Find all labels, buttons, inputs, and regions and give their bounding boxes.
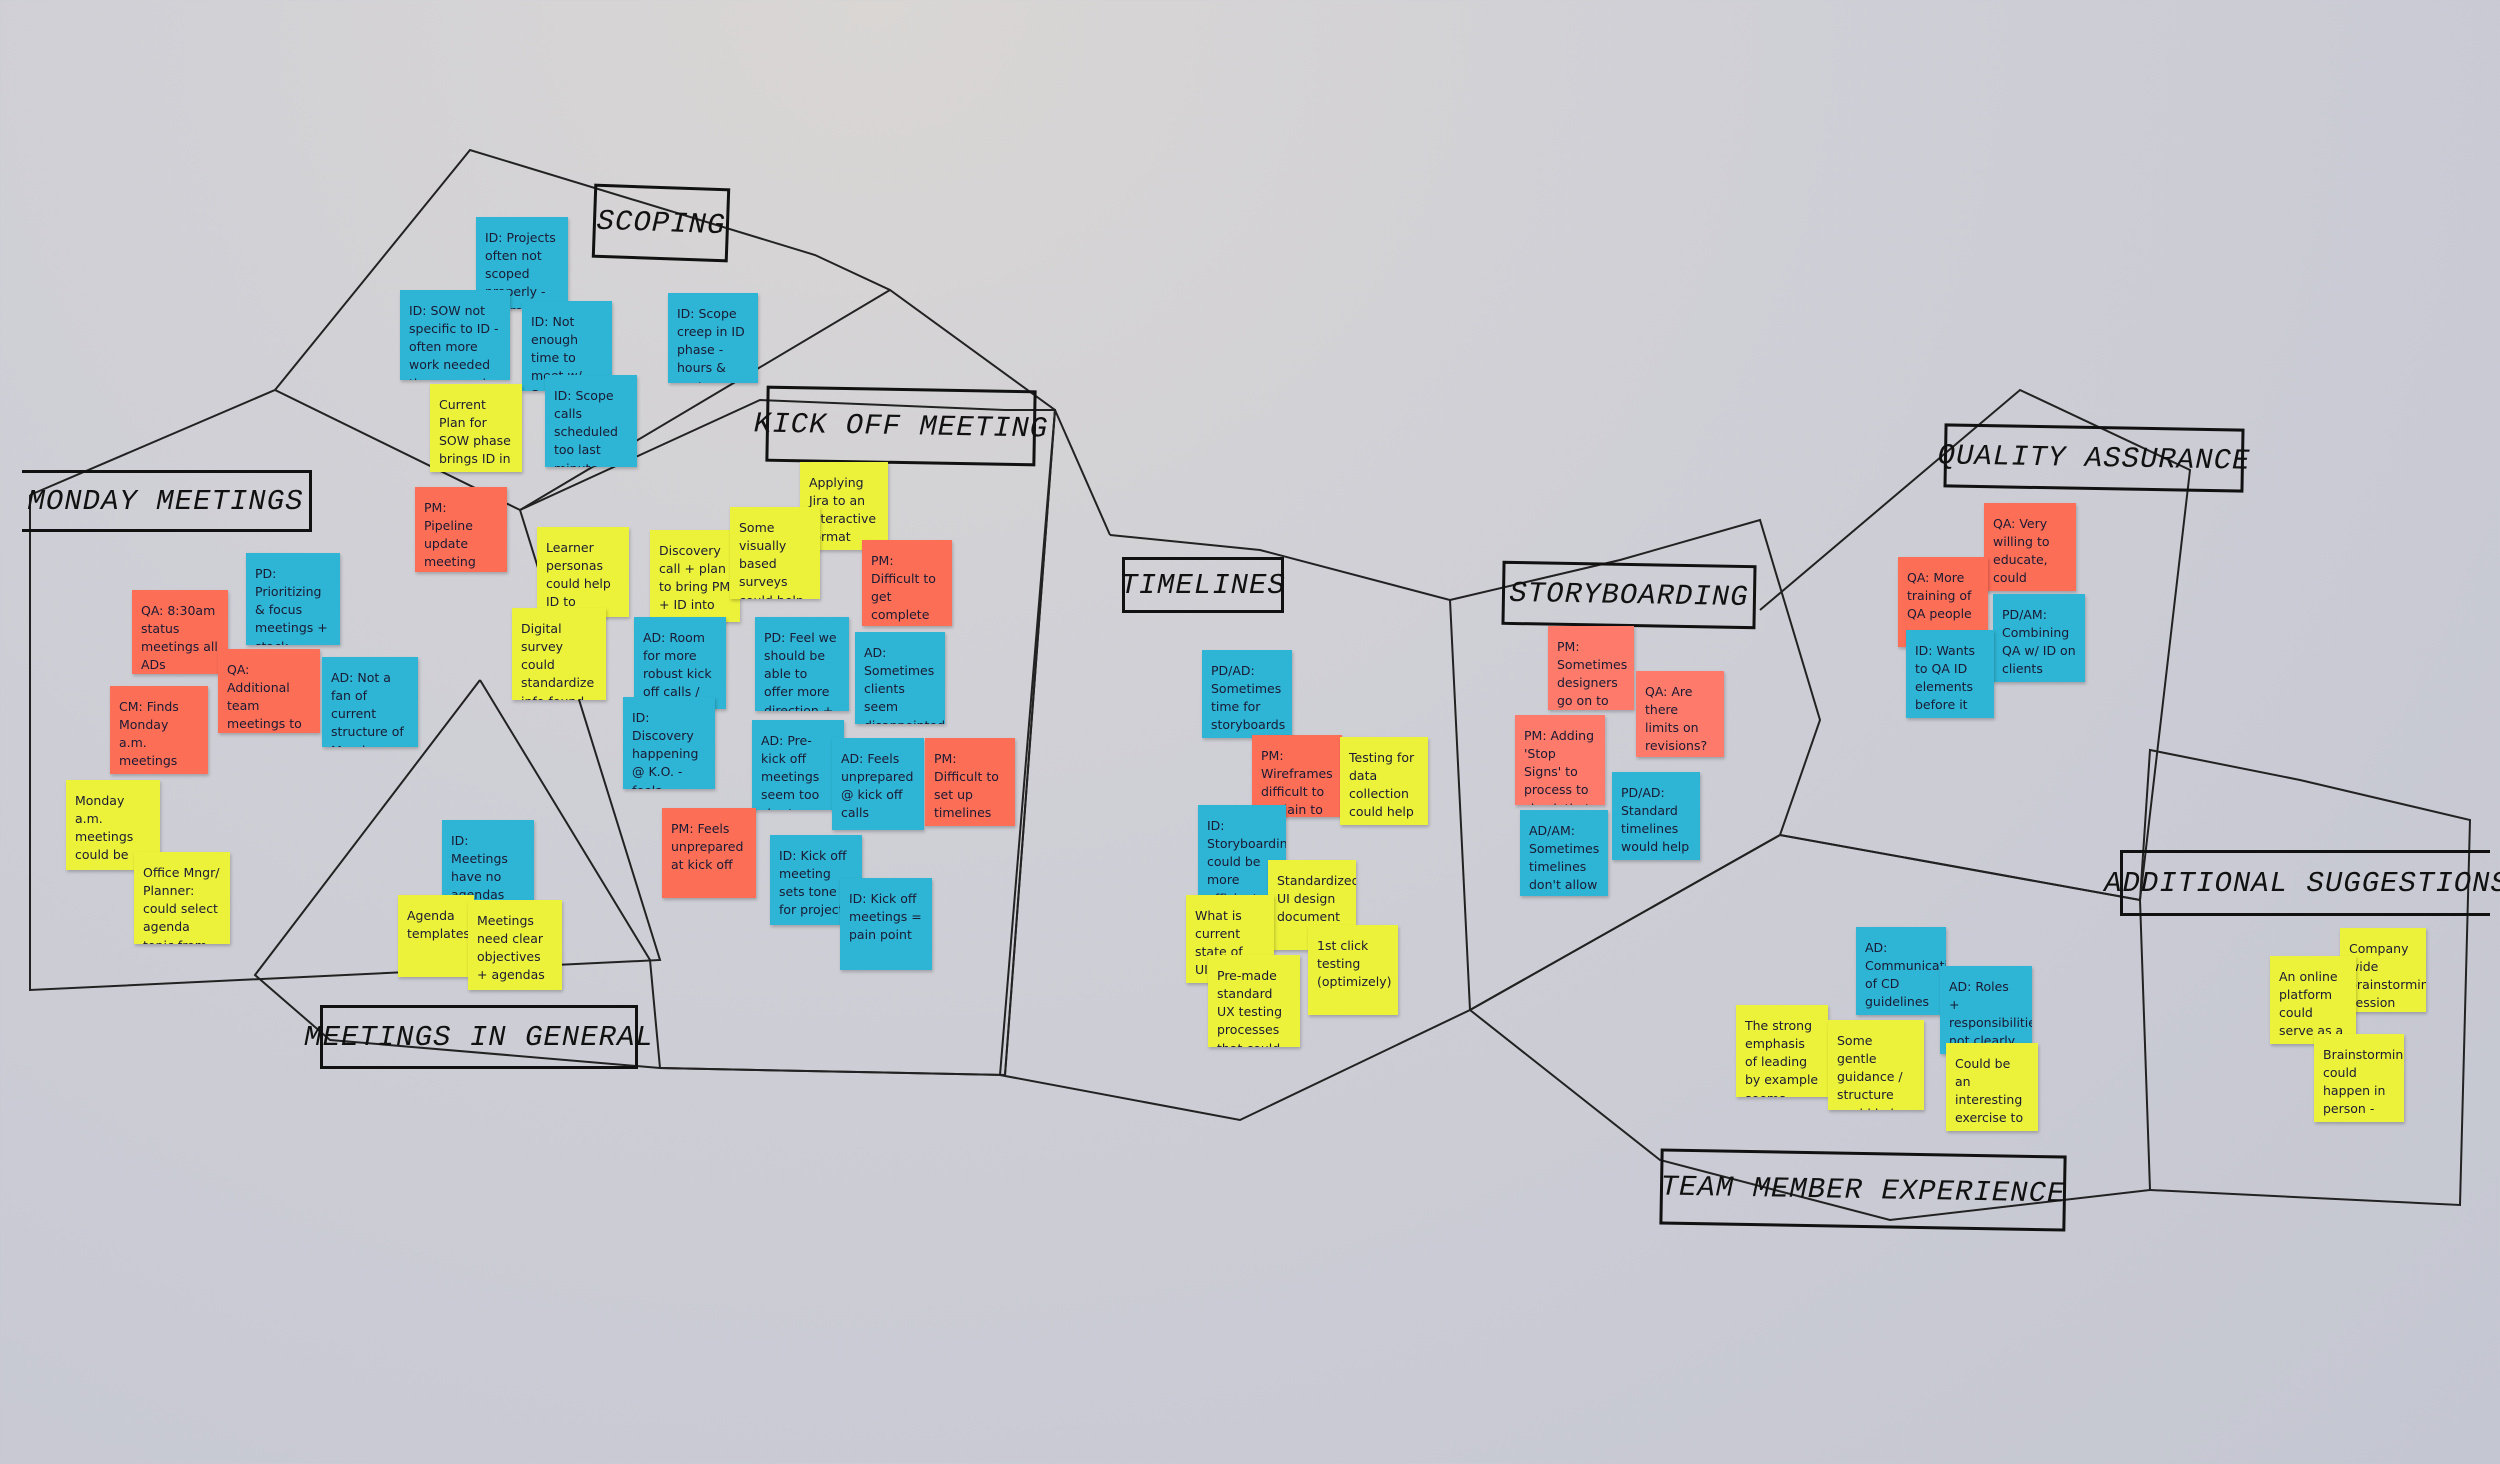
- region-kickoff-outline: [519, 398, 1057, 1077]
- sticky-note: ID: Meetings have no agendas and are dis…: [442, 820, 534, 902]
- sticky-note: QA: 8:30am status meetings all ADs: [132, 590, 228, 674]
- sticky-note: PM: Adding 'Stop Signs' to process to ch…: [1515, 715, 1605, 805]
- sticky-note: Current Plan for SOW phase brings ID in …: [430, 384, 522, 472]
- sticky-note: Meetings need clear objectives + agendas: [468, 900, 562, 990]
- sticky-note: QA: Are there limits on revisions? If so…: [1636, 671, 1724, 757]
- label-timelines: TIMELINES: [1120, 557, 1285, 613]
- sticky-note: AD/AM: Sometimes timelines don't allow f…: [1520, 810, 1608, 896]
- sticky-note: ID: Projects often not scoped properly -…: [476, 217, 568, 309]
- sticky-note: PM: Difficult to set up timelines in cur…: [925, 738, 1015, 826]
- sticky-note: Testing for data collection could help f…: [1340, 737, 1428, 825]
- sticky-note: The strong emphasis of leading by exampl…: [1736, 1005, 1828, 1097]
- sticky-note: PM: Difficult to get complete SMEs @ kic…: [862, 540, 952, 626]
- sticky-note: AD: Not a fan of current structure of Mo…: [322, 657, 418, 747]
- sticky-note: Agenda templates: [398, 895, 474, 977]
- sticky-note: AD: Sometimes clients seem disappointed …: [855, 632, 945, 724]
- sticky-note: ID: Wants to QA ID elements before it go…: [1906, 630, 1994, 718]
- sticky-note: ID: Scope creep in ID phase - hours & co…: [668, 293, 758, 383]
- sticky-note: AD: Communication of CD guidelines sets …: [1856, 927, 1946, 1015]
- sticky-note: PD/AD: Standard timelines would help mai…: [1612, 772, 1700, 860]
- sticky-note: AD: Pre-kick off meetings seem too short: [752, 720, 844, 810]
- region-additional-outline: [2139, 748, 2472, 1207]
- label-meetings-in-general: MEETINGS IN GENERAL: [304, 1005, 653, 1069]
- sticky-note: ID: Kick off meetings = pain point: [840, 878, 932, 970]
- sticky-note: Digital survey could standardize info fo…: [512, 608, 606, 700]
- sticky-note: Office Mngr/ Planner: could select agend…: [134, 852, 230, 944]
- label-kick-off-meeting: KICK OFF MEETING: [754, 385, 1048, 467]
- sticky-note: Some visually based surveys could help k…: [730, 507, 820, 599]
- region-divider-scoping-kickoff: [519, 289, 891, 511]
- sticky-note: Discovery call + plan to bring PM + ID i…: [650, 530, 740, 622]
- sticky-note: 1st click testing (optimizely): [1308, 925, 1398, 1015]
- sticky-note: Learner personas could help ID to captur…: [537, 527, 629, 617]
- sticky-note: ID: SOW not specific to ID - often more …: [400, 290, 510, 380]
- sticky-note: AD: Feels unprepared @ kick off calls: [832, 738, 924, 830]
- sticky-note: PD/AD: Sometimes time for storyboards to…: [1202, 650, 1292, 738]
- sticky-note: PM: Pipeline update meeting could help c…: [415, 487, 507, 572]
- sticky-note: ID: Discovery happening @ K.O. - feels u…: [623, 697, 715, 789]
- sticky-note: QA: Very willing to educate, could check…: [1984, 503, 2076, 591]
- region-monday-outline: [29, 388, 662, 992]
- sticky-note: An online platform could serve as a plac…: [2270, 956, 2356, 1044]
- sticky-note: PM: Sometimes designers go on to SB - sp…: [1548, 626, 1634, 710]
- sticky-note: ID: Scope calls scheduled too last minut…: [545, 375, 637, 467]
- label-monday-meetings: MONDAY MEETINGS: [22, 470, 312, 532]
- sticky-note: Some gentle guidance / structure could h…: [1828, 1020, 1924, 1110]
- sticky-note: Pre-made standard UX testing processes t…: [1208, 955, 1300, 1047]
- label-additional-suggestions: ADDITIONAL SUGGESTIONS: [2104, 850, 2500, 916]
- sticky-note: AD: Roles + responsibilities not clearly…: [1940, 966, 2032, 1054]
- label-scoping: SCOPING: [591, 183, 731, 263]
- region-timelines-outline: [998, 409, 1472, 1122]
- sticky-note: PD: Feel we should be able to offer more…: [755, 617, 849, 711]
- sticky-note: PD: Prioritizing & focus meetings + stac…: [246, 553, 340, 645]
- sticky-note: Could be an interesting exercise to have…: [1946, 1043, 2038, 1131]
- sticky-note: Brainstorming could happen in person - t…: [2314, 1034, 2404, 1122]
- label-team-member-experience: TEAM MEMBER EXPERIENCE: [1659, 1148, 2067, 1232]
- sticky-note: CM: Finds Monday a.m. meetings helpful t…: [110, 686, 208, 774]
- sticky-note: PM: Feels unprepared at kick off: [662, 808, 756, 898]
- sticky-note: QA: Additional team meetings to go over …: [218, 649, 320, 733]
- sticky-note: PD/AM: Combining QA w/ ID on clients wou…: [1993, 594, 2085, 682]
- region-general-outline: [253, 679, 662, 1070]
- label-quality-assurance: QUALITY ASSURANCE: [1937, 423, 2251, 493]
- label-storyboarding: STORYBOARDING: [1501, 560, 1757, 630]
- sticky-note: AD: Room for more robust kick off calls …: [634, 617, 726, 709]
